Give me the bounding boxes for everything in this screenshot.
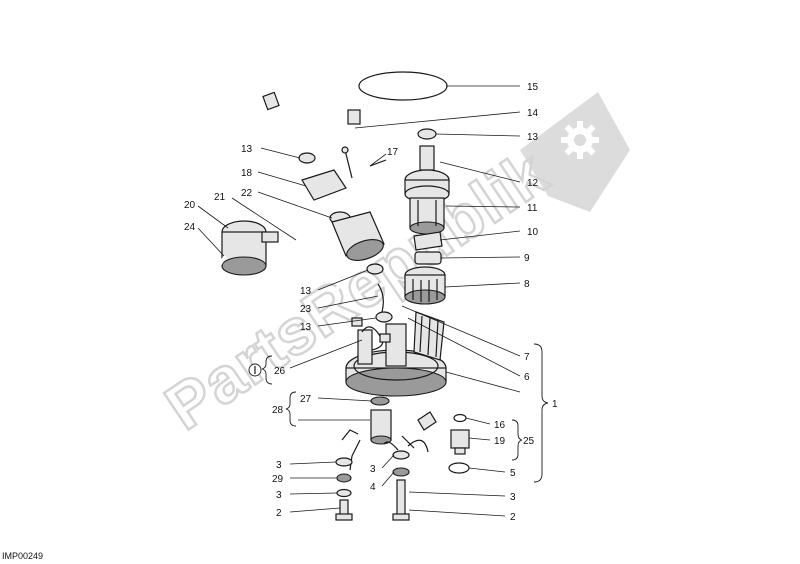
outlet-pipe-left bbox=[383, 441, 399, 451]
callout-23: 23 bbox=[300, 304, 312, 315]
circled-note-icon bbox=[248, 363, 262, 377]
reference-code: IMP00249 bbox=[2, 551, 44, 561]
callout-6: 6 bbox=[524, 372, 530, 383]
washer bbox=[336, 488, 352, 498]
pressure-regulator bbox=[221, 220, 279, 276]
callout-19: 19 bbox=[494, 436, 506, 447]
hose-clamp bbox=[375, 311, 393, 323]
group-brace-28 bbox=[285, 391, 297, 427]
nut bbox=[336, 473, 352, 483]
callout-17: 17 bbox=[387, 147, 399, 158]
callout-3-left-a: 3 bbox=[276, 460, 282, 471]
callout-9: 9 bbox=[524, 253, 530, 264]
callout-22: 22 bbox=[241, 188, 253, 199]
gear-icon bbox=[561, 121, 599, 159]
group-brace-25 bbox=[511, 419, 523, 461]
pump-bracket bbox=[413, 231, 443, 251]
callout-27: 27 bbox=[300, 394, 312, 405]
leader-lines bbox=[197, 85, 521, 517]
callout-3-right: 3 bbox=[510, 492, 516, 503]
callout-21: 21 bbox=[214, 192, 226, 203]
connector bbox=[351, 317, 363, 327]
washer bbox=[335, 457, 353, 467]
hose-clamp bbox=[366, 263, 384, 275]
hose-clamp bbox=[417, 128, 437, 140]
hose-end-left bbox=[262, 91, 280, 111]
screw bbox=[344, 149, 353, 179]
sensor-seal bbox=[370, 396, 390, 406]
hose-end-right bbox=[347, 109, 361, 125]
fuel-filter-sock bbox=[404, 266, 446, 305]
callout-13: 13 bbox=[527, 132, 539, 143]
callout-3-left-b: 3 bbox=[276, 490, 282, 501]
clip bbox=[301, 169, 347, 201]
callout-13-mid: 13 bbox=[300, 286, 312, 297]
group-brace-26 bbox=[261, 355, 273, 385]
hose-clamp bbox=[298, 152, 316, 164]
callout-2-right: 2 bbox=[510, 512, 516, 523]
bolt bbox=[335, 499, 353, 521]
fuel-hose-upper-inner bbox=[266, 53, 357, 119]
callout-1: 1 bbox=[552, 399, 558, 410]
brackets bbox=[261, 343, 549, 483]
o-ring-small bbox=[453, 413, 467, 423]
pump-base-flange bbox=[345, 311, 447, 397]
callout-25: 25 bbox=[523, 436, 535, 447]
callout-3-center: 3 bbox=[370, 464, 376, 475]
washer bbox=[392, 450, 410, 460]
fuel-filter bbox=[329, 211, 385, 261]
o-ring bbox=[358, 71, 448, 101]
short-hose bbox=[377, 283, 384, 313]
callout-26: 26 bbox=[274, 366, 286, 377]
fuel-pump-cartridge bbox=[404, 145, 450, 235]
callout-12: 12 bbox=[527, 178, 539, 189]
callout-16: 16 bbox=[494, 420, 506, 431]
callout-29: 29 bbox=[272, 474, 284, 485]
outlet-connector bbox=[417, 411, 437, 431]
connector bbox=[379, 333, 391, 343]
callout-2-left: 2 bbox=[276, 508, 282, 519]
fuel-hose-upper bbox=[267, 55, 355, 119]
callout-13-low: 13 bbox=[300, 322, 312, 333]
pump-adapter bbox=[414, 251, 442, 265]
level-sensor bbox=[349, 409, 415, 471]
callout-18: 18 bbox=[241, 168, 253, 179]
callout-14: 14 bbox=[527, 108, 539, 119]
circlip bbox=[448, 462, 470, 474]
callout-4: 4 bbox=[370, 482, 376, 493]
callout-7: 7 bbox=[524, 352, 530, 363]
callout-24: 24 bbox=[184, 222, 196, 233]
callout-10: 10 bbox=[527, 227, 539, 238]
watermark-text: PartsRepublik bbox=[153, 136, 561, 444]
callout-15: 15 bbox=[527, 82, 539, 93]
outlet-pipe bbox=[407, 439, 429, 453]
nut bbox=[392, 467, 410, 477]
fuel-fitting bbox=[450, 429, 470, 455]
callout-20: 20 bbox=[184, 200, 196, 211]
bracket-plate bbox=[341, 429, 359, 441]
callout-28: 28 bbox=[272, 405, 284, 416]
callout-13-left-top: 13 bbox=[241, 144, 253, 155]
group-brace-1 bbox=[533, 343, 549, 483]
callout-5: 5 bbox=[510, 468, 516, 479]
parts bbox=[215, 53, 470, 521]
bolt bbox=[392, 479, 410, 521]
callout-11: 11 bbox=[527, 203, 538, 214]
callout-8: 8 bbox=[524, 279, 530, 290]
callout-labels: 15 14 13 12 11 10 9 8 7 6 1 16 19 25 5 3… bbox=[184, 82, 558, 523]
